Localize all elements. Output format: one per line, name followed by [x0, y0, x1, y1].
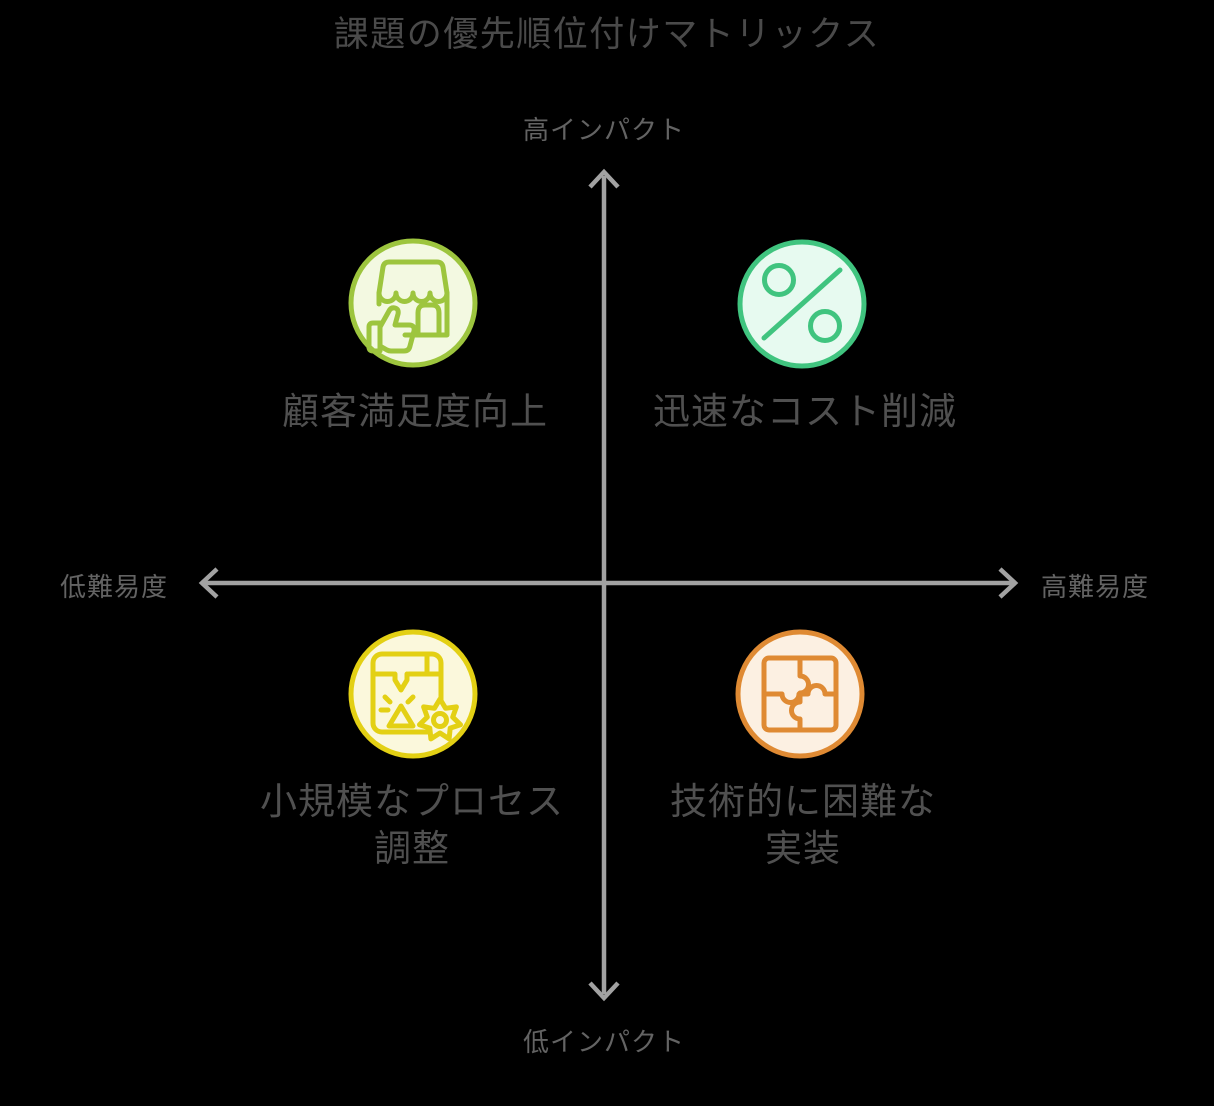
page-title: 課題の優先順位付けマトリックス: [333, 15, 881, 55]
storefront-thumbs-up-icon: [343, 233, 483, 373]
quadrant-label-cost-reduction: 迅速なコスト削減: [653, 390, 957, 433]
label-line-2: 実装: [765, 827, 841, 870]
arrow-left-icon: [198, 567, 219, 599]
axis-label-low-impact: 低インパクト: [522, 1028, 685, 1058]
axis-label-high-impact: 高インパクト: [522, 116, 685, 146]
label-line-2: 調整: [374, 827, 450, 870]
arrow-right-icon: [998, 567, 1019, 599]
arrow-down-icon: [588, 981, 620, 1002]
puzzle-pieces-icon: [730, 624, 870, 764]
label-line-1: 小規模なプロセス: [260, 780, 564, 823]
quadrant-label-process-adjustment: 小規模なプロセス 調整: [192, 778, 632, 872]
axis-label-low-difficulty: 低難易度: [60, 573, 169, 603]
label-line-1: 技術的に困難な: [670, 780, 936, 823]
quadrant-label-difficult-implementation: 技術的に困難な 実装: [583, 778, 1023, 872]
percent-discount-icon: [732, 234, 872, 374]
arrow-up-icon: [588, 168, 620, 189]
3d-printer-gear-icon: [343, 624, 483, 764]
quadrant-label-customer-satisfaction: 顧客満足度向上: [282, 390, 548, 433]
axis-label-high-difficulty: 高難易度: [1041, 573, 1150, 603]
